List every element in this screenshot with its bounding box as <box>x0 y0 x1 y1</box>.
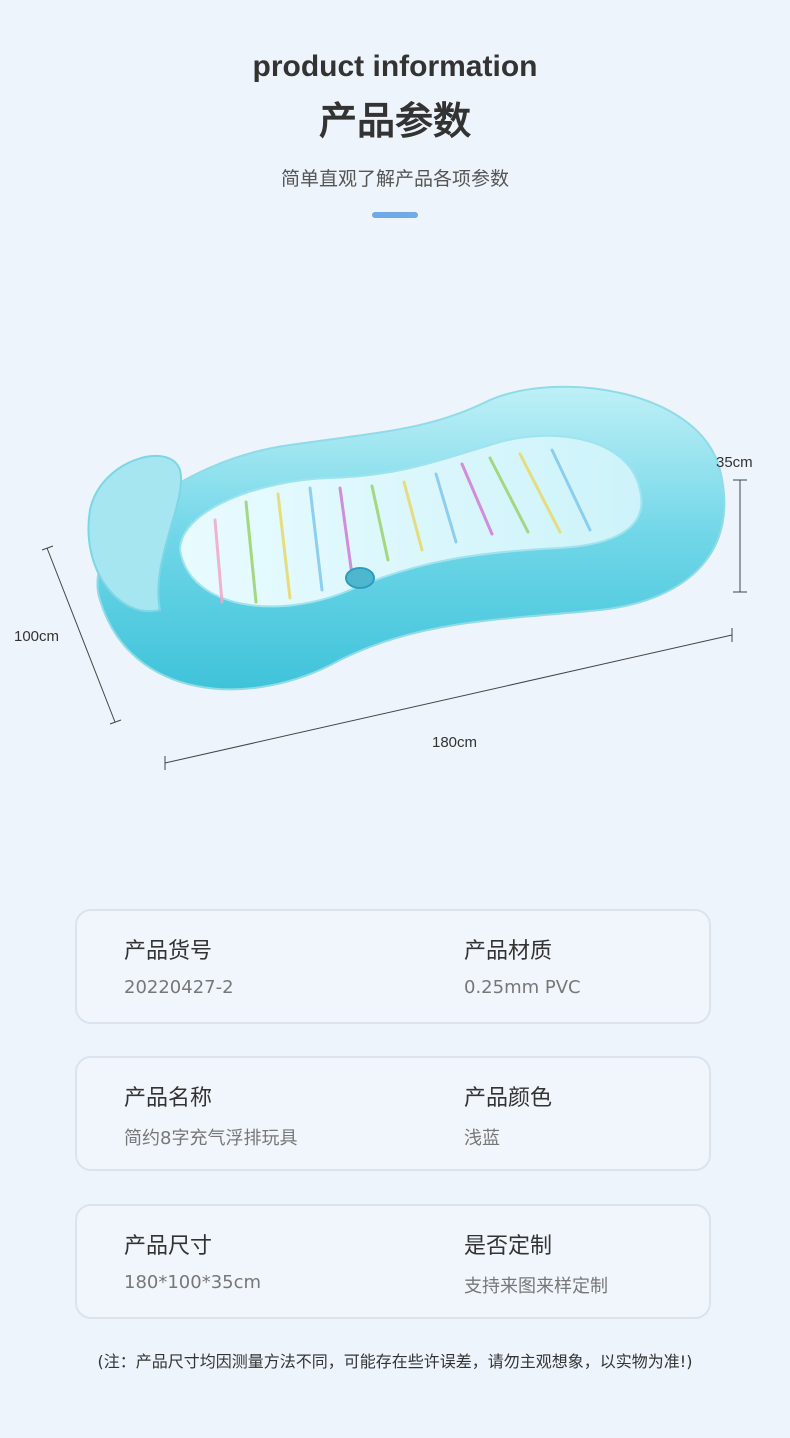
spec-card-2: 产品名称 简约8字充气浮排玩具 产品颜色 浅蓝 <box>75 1056 711 1171</box>
spec-card-1: 产品货号 20220427-2 产品材质 0.25mm PVC <box>75 909 711 1024</box>
spec-label: 产品尺寸 <box>124 1234 213 1259</box>
page-title-en: product information <box>252 50 538 83</box>
spec-value: 简约8字充气浮排玩具 <box>124 1128 298 1149</box>
spec-label: 产品颜色 <box>464 1086 553 1111</box>
footnote: (注：产品尺寸均因测量方法不同，可能存在些许误差，请勿主观想象，以实物为准!) <box>97 1352 693 1371</box>
spec-card-3: 产品尺寸 180*100*35cm 是否定制 支持来图来样定制 <box>75 1204 711 1319</box>
spec-label: 是否定制 <box>464 1234 553 1259</box>
page-subtitle: 简单直观了解产品各项参数 <box>280 168 509 190</box>
spec-value: 浅蓝 <box>464 1128 500 1149</box>
spec-label: 产品名称 <box>124 1086 213 1111</box>
product-image <box>41 385 747 770</box>
accent-bar <box>372 212 418 218</box>
spec-label: 产品货号 <box>124 939 213 964</box>
dimension-length-label: 180cm <box>432 734 478 751</box>
page-title-cn: 产品参数 <box>318 99 471 143</box>
spec-value: 20220427-2 <box>124 977 234 998</box>
spec-value: 180*100*35cm <box>124 1272 262 1293</box>
spec-value: 0.25mm PVC <box>464 977 581 998</box>
dimension-height-label: 35cm <box>716 454 753 471</box>
spec-value: 支持来图来样定制 <box>464 1276 608 1297</box>
spec-label: 产品材质 <box>464 939 553 964</box>
dimension-width-label: 100cm <box>14 628 60 645</box>
